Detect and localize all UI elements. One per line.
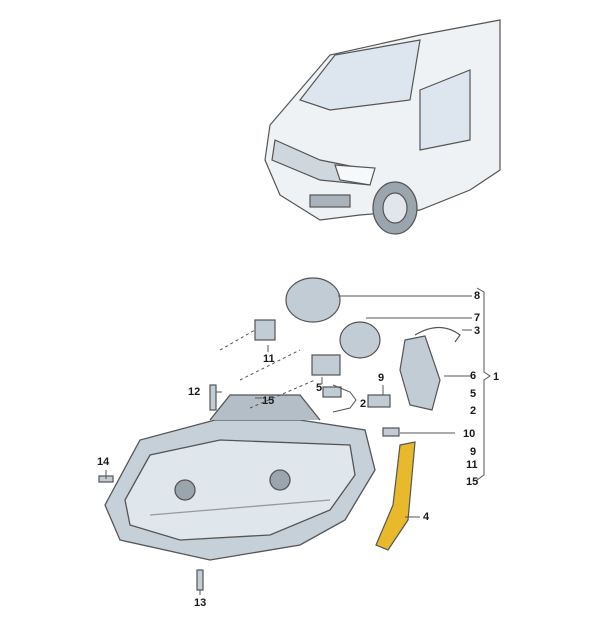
screw-12 — [209, 384, 217, 411]
callout-1-item-11: 11 — [466, 459, 478, 471]
callout-1-item-5: 5 — [470, 388, 477, 400]
callout-12: 12 — [188, 386, 201, 398]
callout-5: 5 — [316, 382, 323, 394]
callout-3: 3 — [474, 325, 481, 337]
callout-15: 15 — [262, 395, 275, 407]
bracket-4[interactable] — [375, 441, 416, 551]
callout-4: 4 — [423, 511, 430, 523]
headlamp-housing — [104, 394, 376, 561]
callout-1-item-9: 9 — [470, 446, 477, 458]
bulb-11 — [254, 319, 276, 341]
callout-7: 7 — [474, 312, 481, 324]
retaining-clip — [414, 326, 461, 343]
callout-6: 6 — [470, 370, 477, 382]
leader-lines — [105, 287, 491, 595]
cover-cap-large — [285, 277, 341, 323]
callout-1-item-2: 2 — [470, 405, 477, 417]
callout-10: 10 — [463, 428, 476, 440]
van-illustration — [264, 19, 501, 235]
callout-8: 8 — [474, 290, 481, 302]
bulb-10 — [382, 427, 400, 437]
screw-13 — [196, 569, 204, 591]
callout-11: 11 — [263, 353, 275, 365]
callout-9: 9 — [378, 372, 385, 384]
bulb-9 — [367, 394, 391, 408]
cover-cap-small — [339, 321, 381, 359]
callout-1: 1 — [493, 371, 500, 383]
callout-1-item-15: 15 — [466, 476, 479, 488]
callout-2: 2 — [360, 398, 367, 410]
cover-housing — [399, 335, 441, 411]
callout-14: 14 — [97, 456, 110, 468]
callout-13: 13 — [194, 597, 207, 609]
adjuster-2 — [322, 386, 342, 398]
motor-5 — [311, 354, 341, 376]
